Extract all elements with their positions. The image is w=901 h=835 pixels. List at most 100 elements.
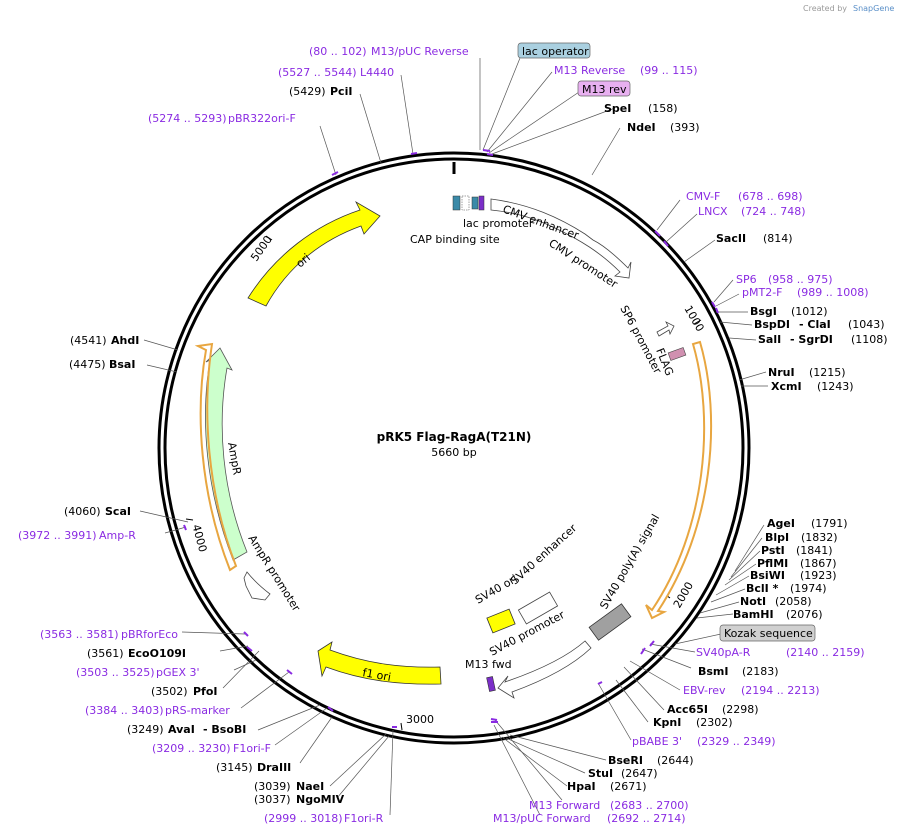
sv40-polya-label: SV40 poly(A) signal bbox=[597, 512, 662, 612]
stui-pos: (2647) bbox=[621, 767, 658, 780]
scai-name: ScaI bbox=[105, 505, 131, 518]
bsgi-pos: (1012) bbox=[791, 305, 828, 318]
ampr-promoter-label: AmpR promoter bbox=[245, 533, 303, 614]
bsmi-pos: (2183) bbox=[742, 665, 779, 678]
m13fwd-feature[interactable] bbox=[486, 676, 496, 692]
sv40-enhancer-feature[interactable] bbox=[517, 591, 559, 625]
eco0109i-name: EcoO109I bbox=[128, 647, 186, 660]
stui-name: StuI bbox=[588, 767, 613, 780]
sv40-promoter-feature[interactable] bbox=[497, 640, 592, 699]
cmvf-pos: (678 .. 698) bbox=[738, 190, 803, 203]
l4440-name: L4440 bbox=[360, 66, 394, 79]
insert-orf[interactable] bbox=[645, 340, 713, 620]
lncx-name: LNCX bbox=[698, 205, 728, 218]
bseri-pos: (2644) bbox=[657, 754, 694, 767]
ampr-promoter-feature[interactable] bbox=[243, 571, 271, 601]
f1orir-name: F1ori-R bbox=[344, 812, 384, 825]
f1ori-feature[interactable] bbox=[317, 641, 442, 685]
tick-4000: 4000 bbox=[189, 523, 209, 553]
kpni-name: KpnI bbox=[653, 716, 681, 729]
bsai-name: BsaI bbox=[109, 358, 135, 371]
acc65i-name: Acc65I bbox=[667, 703, 708, 716]
psti-pos: (1841) bbox=[796, 544, 833, 557]
naei-pos: (3039) bbox=[254, 780, 291, 793]
bcli-name: BclI * bbox=[746, 582, 779, 595]
prsmarker-pos: (3384 .. 3403) bbox=[85, 704, 164, 717]
cap-site-feature[interactable] bbox=[452, 195, 461, 211]
sv40-polya-feature[interactable] bbox=[588, 603, 632, 641]
spei-name: SpeI bbox=[604, 102, 631, 115]
bamhi-name: BamHI bbox=[733, 608, 774, 621]
agei-name: AgeI bbox=[767, 517, 795, 530]
lac-operator-label: lac operator bbox=[522, 45, 589, 58]
ori-feature[interactable] bbox=[247, 200, 381, 307]
ngomiv-name: NgoMIV bbox=[296, 793, 345, 806]
bsai-pos: (4475) bbox=[69, 358, 106, 371]
avai-name: AvaI bbox=[168, 723, 195, 736]
m13-rev-label: M13 rev bbox=[582, 83, 627, 96]
m13forward-name: M13 Forward bbox=[529, 799, 600, 812]
m13rev-feature[interactable] bbox=[478, 195, 485, 211]
tick-3000: 3000 bbox=[406, 713, 434, 726]
pbrforeco-name: pBRforEco bbox=[121, 628, 178, 641]
noti-name: NotI bbox=[740, 595, 766, 608]
m13-rev-box[interactable] bbox=[577, 80, 631, 97]
lac-operator-box[interactable] bbox=[517, 42, 591, 59]
kpni-pos: (2302) bbox=[696, 716, 733, 729]
amprr-pos: (3972 .. 3991) bbox=[18, 529, 97, 542]
sp6-promoter-feature[interactable] bbox=[656, 321, 675, 337]
noti-pos: (2058) bbox=[775, 595, 812, 608]
bsiwi-name: BsiWI bbox=[750, 569, 785, 582]
pfoi-name: PfoI bbox=[193, 685, 218, 698]
m13puc-rev-pos: (80 .. 102) bbox=[309, 45, 367, 58]
flag-feature[interactable] bbox=[667, 347, 687, 361]
bsiwi-pos: (1923) bbox=[800, 569, 837, 582]
nrui-pos: (1215) bbox=[809, 366, 846, 379]
pfoi-pos: (3502) bbox=[151, 685, 188, 698]
xcmi-name: XcmI bbox=[771, 380, 802, 393]
draiii-name: DraIII bbox=[257, 761, 291, 774]
m13forward-pos: (2683 .. 2700) bbox=[610, 799, 689, 812]
sv40par-name: SV40pA-R bbox=[696, 646, 751, 659]
bamhi-pos: (2076) bbox=[786, 608, 823, 621]
ampr-feature[interactable] bbox=[205, 347, 248, 561]
pbabe3-name: pBABE 3' bbox=[632, 735, 682, 748]
f1orif-pos: (3209 .. 3230) bbox=[152, 742, 231, 755]
sv40par-pos: (2140 .. 2159) bbox=[786, 646, 865, 659]
tick-5000: 5000 bbox=[248, 233, 275, 263]
m13-reverse-pos: (99 .. 115) bbox=[640, 64, 698, 77]
nrui-name: NruI bbox=[768, 366, 795, 379]
amprr-name: Amp-R bbox=[99, 529, 136, 542]
lac-promoter-label: lac promoter bbox=[463, 217, 534, 230]
f1ori-label: f1 ori bbox=[361, 666, 392, 684]
bspdi-pos: (1043) bbox=[848, 318, 885, 331]
kozak-box[interactable] bbox=[719, 624, 816, 642]
sv40-ori-feature[interactable] bbox=[486, 608, 516, 634]
sv40-enhancer-label: SV40 enhancer bbox=[508, 521, 579, 587]
ndei-name: NdeI bbox=[627, 121, 656, 134]
lac-operator-feature[interactable] bbox=[471, 196, 479, 210]
bsobi-name: - BsoBI bbox=[203, 723, 246, 736]
pflmi-pos: (1867) bbox=[800, 557, 837, 570]
pbr322-name: pBR322ori-F bbox=[228, 112, 296, 125]
plasmid-length: 5660 bp bbox=[431, 446, 476, 459]
lac-promoter-feature[interactable] bbox=[461, 195, 470, 211]
bsgi-name: BsgI bbox=[750, 305, 777, 318]
l4440-pos: (5527 .. 5544) bbox=[278, 66, 357, 79]
primer-marks bbox=[183, 149, 719, 728]
backbone bbox=[157, 151, 751, 745]
sali-pos: (1108) bbox=[851, 333, 888, 346]
cmv-feature[interactable] bbox=[490, 198, 632, 279]
draiii-pos: (3145) bbox=[216, 761, 253, 774]
hpai-name: HpaI bbox=[567, 780, 596, 793]
ahdi-pos: (4541) bbox=[70, 334, 107, 347]
xcmi-pos: (1243) bbox=[817, 380, 854, 393]
ngomiv-pos: (3037) bbox=[254, 793, 291, 806]
prsmarker-name: pRS-marker bbox=[165, 704, 230, 717]
scai-pos: (4060) bbox=[64, 505, 101, 518]
m13pucfwd-name: M13/pUC Forward bbox=[493, 812, 591, 825]
ampr-orf-outline bbox=[194, 342, 238, 572]
plasmid-title: pRK5 Flag-RagA(T21N) bbox=[377, 430, 532, 444]
psti-name: PstI bbox=[761, 544, 785, 557]
pmt2f-pos: (989 .. 1008) bbox=[797, 286, 869, 299]
